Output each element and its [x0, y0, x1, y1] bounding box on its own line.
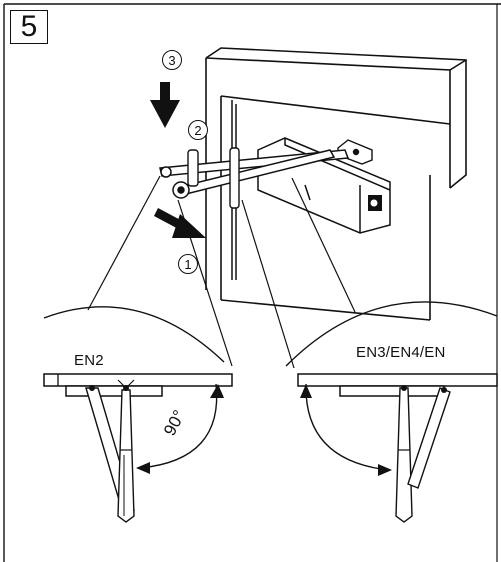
- door-frame: [205, 47, 467, 321]
- arm-shoe: [187, 147, 240, 209]
- label-en2: EN2: [74, 352, 104, 369]
- arrow-pull: [154, 208, 206, 238]
- step-number-box: 5: [10, 10, 48, 44]
- label-en3-en4: EN3/EN4/EN: [356, 344, 446, 361]
- callout-1: 1: [178, 254, 198, 274]
- callout-2-text: 2: [194, 122, 202, 138]
- step-number: 5: [20, 10, 38, 43]
- callout-2: 2: [188, 120, 208, 140]
- detail-en3-en4: [297, 373, 498, 523]
- detail-en2: [43, 373, 233, 523]
- callout-1-text: 1: [184, 256, 192, 272]
- callout-3-text: 3: [168, 52, 176, 68]
- zoom-arc-right: [285, 301, 498, 367]
- closer-arm: [159, 149, 350, 199]
- leader-lines: [87, 175, 356, 369]
- arrow-down: [150, 82, 180, 128]
- zoom-arc-left: [43, 306, 225, 363]
- callout-3: 3: [162, 50, 182, 70]
